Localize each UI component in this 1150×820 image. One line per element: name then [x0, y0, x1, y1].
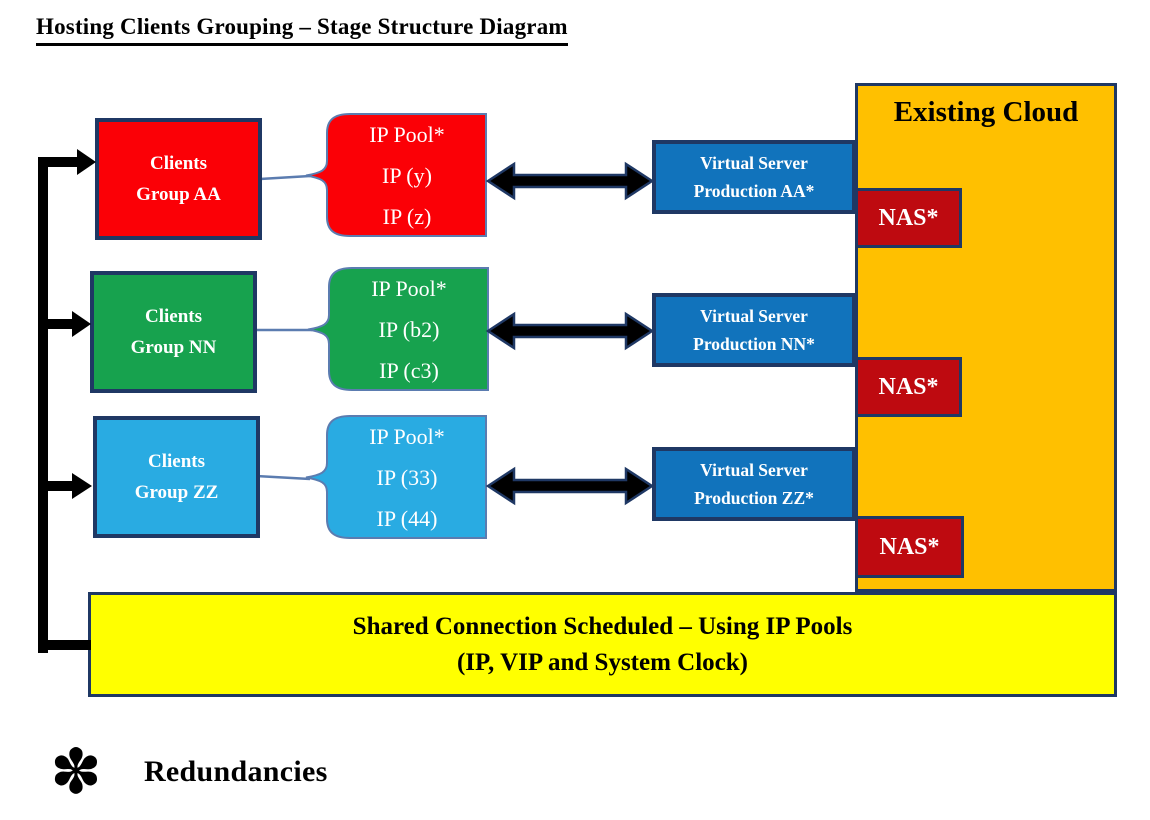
- existing-cloud-box: Existing Cloud: [855, 83, 1117, 592]
- virtual-server-zz-line2: Production ZZ*: [694, 488, 814, 508]
- arrow-to-aa-shaft: [38, 157, 78, 167]
- pool-title-aa: IP Pool*: [369, 122, 445, 147]
- nas-label-zz: NAS*: [879, 533, 940, 560]
- clients-group-nn-line1: Clients: [145, 306, 202, 327]
- left-bus-bottom-elbow: [38, 640, 91, 650]
- virtual-server-aa-line1: Virtual Server: [700, 153, 808, 173]
- ip-pool-shape-nn: [307, 267, 489, 391]
- shared-connection-box: Shared Connection Scheduled – Using IP P…: [88, 592, 1117, 697]
- pool-ip1-aa: IP (y): [382, 163, 432, 188]
- clients-group-aa-line1: Clients: [150, 153, 207, 174]
- nas-box-aa: NAS*: [855, 188, 962, 248]
- double-arrow-zz: [485, 466, 655, 506]
- double-arrow-nn: [485, 311, 655, 351]
- virtual-server-aa-line2: Production AA*: [693, 181, 815, 201]
- ip-pool-nn: IP Pool* IP (b2) IP (c3): [300, 266, 490, 393]
- pool-ip2-zz: IP (44): [376, 506, 438, 531]
- virtual-server-zz-box: Virtual Server Production ZZ*: [652, 447, 856, 521]
- arrow-to-zz-shaft: [48, 481, 73, 491]
- left-bus-vertical-line: [38, 157, 48, 653]
- nas-box-zz: NAS*: [855, 516, 964, 578]
- clients-group-zz-box: Clients Group ZZ: [93, 416, 260, 538]
- ip-pool-shape-aa: [305, 113, 487, 237]
- virtual-server-nn-line1: Virtual Server: [700, 306, 808, 326]
- clients-group-aa-box: Clients Group AA: [95, 118, 262, 240]
- pool-ip2-nn: IP (c3): [379, 358, 439, 383]
- virtual-server-nn-line2: Production NN*: [693, 334, 815, 354]
- clients-group-nn-box: Clients Group NN: [90, 271, 257, 393]
- clients-group-nn-line2: Group NN: [130, 337, 217, 358]
- ip-pool-aa: IP Pool* IP (y) IP (z): [298, 112, 488, 239]
- ip-pool-shape-zz: [305, 415, 487, 539]
- virtual-server-aa-box: Virtual Server Production AA*: [652, 140, 856, 214]
- legend-label: Redundancies: [143, 755, 328, 788]
- arrow-to-zz-head: [72, 473, 92, 499]
- virtual-server-zz-line1: Virtual Server: [700, 460, 808, 480]
- pool-title-zz: IP Pool*: [369, 424, 445, 449]
- clients-group-aa-line2: Group AA: [136, 184, 221, 205]
- existing-cloud-label: Existing Cloud: [893, 96, 1079, 128]
- nas-label-nn: NAS*: [878, 373, 939, 400]
- nas-label-aa: NAS*: [878, 204, 939, 231]
- ip-pool-zz: IP Pool* IP (33) IP (44): [298, 414, 488, 541]
- nas-box-nn: NAS*: [855, 357, 962, 417]
- shared-connection-line1: Shared Connection Scheduled – Using IP P…: [352, 612, 853, 640]
- virtual-server-nn-box: Virtual Server Production NN*: [652, 293, 856, 367]
- pool-ip1-nn: IP (b2): [378, 317, 440, 342]
- clients-group-zz-line1: Clients: [148, 451, 205, 472]
- arrow-to-nn-head: [72, 311, 91, 337]
- pool-title-nn: IP Pool*: [371, 276, 447, 301]
- arrow-to-nn-shaft: [48, 319, 73, 329]
- legend: ✽ Redundancies: [50, 732, 470, 812]
- diagram-title: Hosting Clients Grouping – Stage Structu…: [36, 14, 568, 46]
- redundancy-asterisk-icon: ✽: [50, 735, 102, 808]
- pool-ip1-zz: IP (33): [376, 465, 438, 490]
- pool-ip2-aa: IP (z): [382, 204, 432, 229]
- clients-group-zz-line2: Group ZZ: [134, 482, 219, 503]
- double-arrow-aa: [485, 161, 655, 201]
- shared-connection-line2: (IP, VIP and System Clock): [456, 648, 748, 676]
- arrow-to-aa-head: [77, 149, 96, 175]
